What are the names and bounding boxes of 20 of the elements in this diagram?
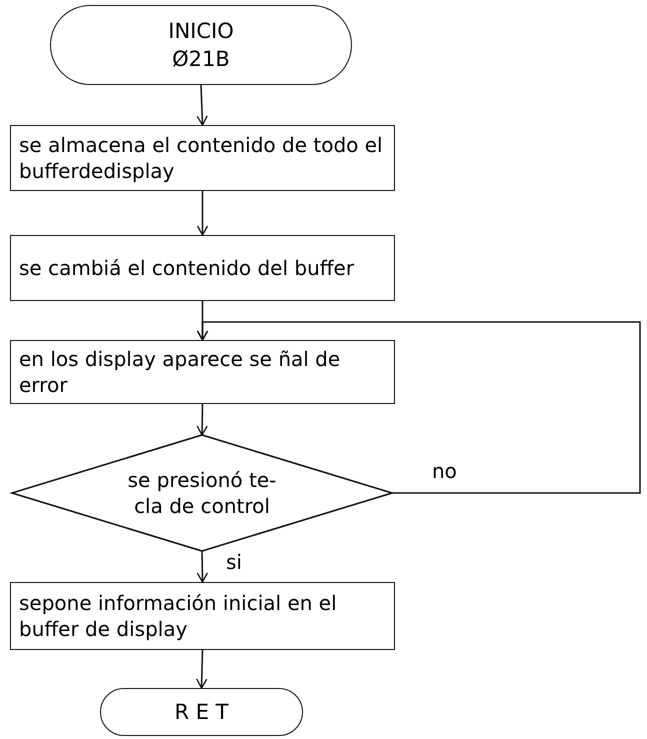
decision-text: se presionó te- cla de control xyxy=(126,467,278,519)
process-box xyxy=(10,235,395,301)
arrow xyxy=(196,191,208,236)
process-box xyxy=(10,582,395,650)
terminal-text: Ø21B xyxy=(172,46,230,73)
arrow xyxy=(196,321,641,494)
arrow xyxy=(196,84,208,126)
process-text: se cambiá el contenido del buffer xyxy=(19,255,356,281)
terminal-text: INICIO xyxy=(168,18,234,45)
terminal-shape xyxy=(100,688,303,736)
process-box xyxy=(10,125,395,191)
arrow xyxy=(196,550,208,583)
arrow xyxy=(196,650,208,689)
decision-diamond xyxy=(9,434,395,552)
process-text: en los display aparece se ñal de error xyxy=(19,346,342,398)
process-box xyxy=(10,340,395,404)
process-text: se almacena el contenido de todo el bufferdedisplay xyxy=(19,132,384,184)
terminal-text: R E T xyxy=(174,699,229,726)
arrow xyxy=(196,404,208,436)
process-text: sepone información inicial en el buffer de display xyxy=(19,590,338,642)
